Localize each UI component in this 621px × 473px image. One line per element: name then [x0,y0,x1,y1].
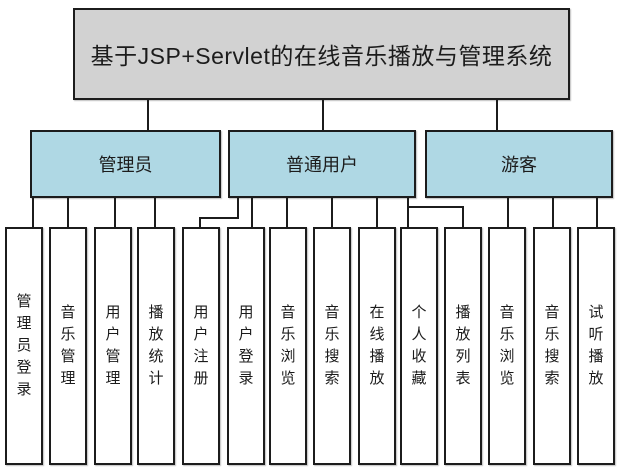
leaf-user-login: 用户登录 [227,227,265,465]
leaf-music-search-label: 音乐搜索 [324,304,340,387]
connector-line [507,198,509,227]
root-node: 基于JSP+Servlet的在线音乐播放与管理系统 [73,8,570,100]
connector-line [237,198,239,219]
leaf-music-browse-label: 音乐浏览 [280,304,296,387]
connector-line [331,198,333,227]
leaf-admin-login-label: 管理员登录 [16,293,32,398]
connector-line [154,198,156,227]
leaf-user-register-label: 用户注册 [193,304,209,387]
connector-line [114,198,116,227]
leaf-user-register: 用户注册 [182,227,220,465]
role-node-user: 普通用户 [228,130,416,198]
root-node-label: 基于JSP+Servlet的在线音乐播放与管理系统 [90,43,553,69]
connector-line [199,217,239,219]
leaf-user-management: 用户管理 [94,227,132,465]
leaf-user-login-label: 用户登录 [238,304,254,387]
leaf-play-statistics-label: 播放统计 [148,304,164,387]
connector-line [286,198,288,227]
connector-line [552,198,554,227]
role-node-guest-label: 游客 [501,155,537,175]
connector-line [199,217,201,227]
connector-line [32,198,34,227]
leaf-music-management: 音乐管理 [49,227,87,465]
connector-line [407,206,464,208]
connector-line [407,198,409,227]
leaf-guest-music-search-label: 音乐搜索 [544,304,560,387]
connector-line [462,206,464,227]
connector-line [251,198,253,227]
role-node-user-label: 普通用户 [286,155,358,175]
leaf-personal-favorites-label: 个人收藏 [411,304,427,387]
leaf-admin-login: 管理员登录 [5,227,43,465]
leaf-personal-favorites: 个人收藏 [400,227,438,465]
connector-line [376,198,378,227]
connector-line [322,100,324,130]
connector-line [496,100,498,130]
role-node-guest: 游客 [425,130,613,198]
leaf-guest-music-search: 音乐搜索 [533,227,571,465]
leaf-user-management-label: 用户管理 [105,304,121,387]
connector-line [67,198,69,227]
leaf-music-search: 音乐搜索 [313,227,351,465]
connector-line [147,100,149,130]
leaf-playlist-label: 播放列表 [455,304,471,387]
role-node-admin-label: 管理员 [98,155,153,175]
connector-line [596,198,598,227]
leaf-play-statistics: 播放统计 [137,227,175,465]
leaf-music-management-label: 音乐管理 [60,304,76,387]
leaf-trial-play-label: 试听播放 [588,304,604,387]
role-node-admin: 管理员 [30,130,221,198]
leaf-online-play-label: 在线播放 [369,304,385,387]
leaf-playlist: 播放列表 [444,227,482,465]
leaf-guest-music-browse: 音乐浏览 [488,227,526,465]
leaf-online-play: 在线播放 [358,227,396,465]
leaf-guest-music-browse-label: 音乐浏览 [499,304,515,387]
leaf-trial-play: 试听播放 [577,227,615,465]
leaf-music-browse: 音乐浏览 [269,227,307,465]
